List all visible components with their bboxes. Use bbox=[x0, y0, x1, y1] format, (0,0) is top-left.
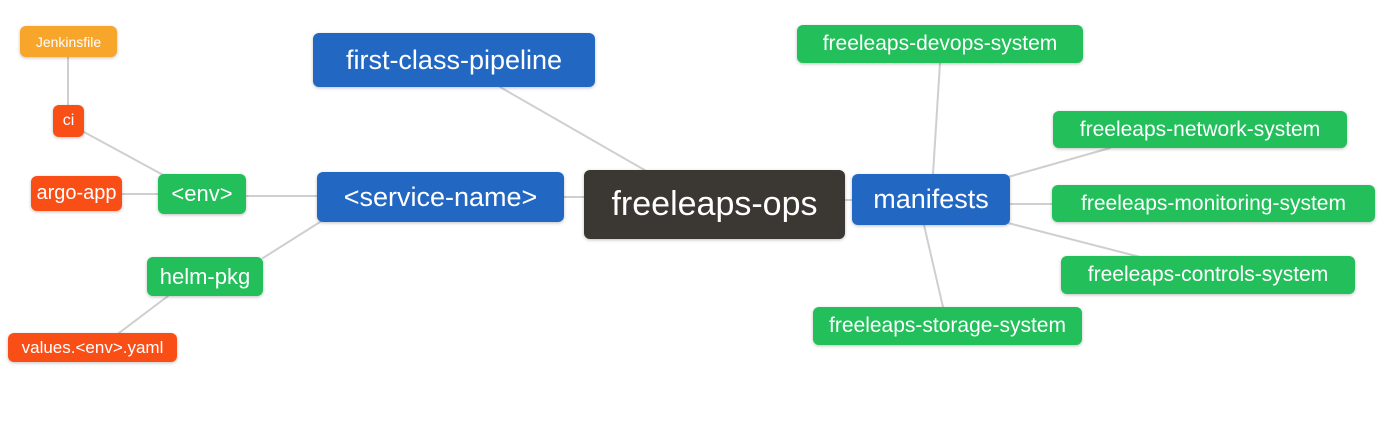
node-ci[interactable]: ci bbox=[53, 105, 84, 137]
edge-pipeline-ops bbox=[499, 86, 649, 173]
node-jenkinsfile[interactable]: Jenkinsfile bbox=[20, 26, 117, 57]
edge-service-name-helm-pkg bbox=[262, 221, 321, 259]
edge-manifests-devops bbox=[932, 62, 941, 175]
edge-ci-env bbox=[83, 131, 166, 177]
node-argo-app[interactable]: argo-app bbox=[31, 176, 122, 211]
node-freeleaps-network-system[interactable]: freeleaps-network-system bbox=[1053, 111, 1347, 148]
node-manifests[interactable]: manifests bbox=[852, 174, 1010, 225]
edge-helm-pkg-values bbox=[118, 295, 169, 334]
edge-manifests-storage bbox=[923, 224, 944, 308]
node-helm-pkg[interactable]: helm-pkg bbox=[147, 257, 263, 296]
node-first-class-pipeline[interactable]: first-class-pipeline bbox=[313, 33, 595, 87]
edge-manifests-controls bbox=[1007, 222, 1141, 258]
node-freeleaps-monitoring-system[interactable]: freeleaps-monitoring-system bbox=[1052, 185, 1375, 222]
node-values-env-yaml[interactable]: values.<env>.yaml bbox=[8, 333, 177, 362]
node-service-name[interactable]: <service-name> bbox=[317, 172, 564, 222]
node-freeleaps-controls-system[interactable]: freeleaps-controls-system bbox=[1061, 256, 1355, 294]
node-freeleaps-storage-system[interactable]: freeleaps-storage-system bbox=[813, 307, 1082, 345]
edge-manifests-network bbox=[1007, 147, 1111, 178]
node-freeleaps-ops[interactable]: freeleaps-ops bbox=[584, 170, 845, 239]
node-freeleaps-devops-system[interactable]: freeleaps-devops-system bbox=[797, 25, 1083, 63]
node-env[interactable]: <env> bbox=[158, 174, 246, 214]
